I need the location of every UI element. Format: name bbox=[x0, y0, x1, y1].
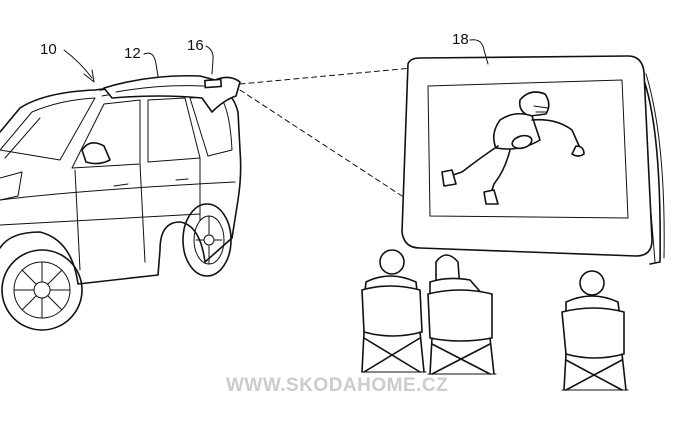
ref-16: 16 bbox=[187, 37, 214, 75]
ref-12: 12 bbox=[124, 45, 159, 77]
viewer-chair-left bbox=[361, 249, 427, 373]
ref-10: 10 bbox=[40, 41, 95, 83]
ref-numeral-vehicle: 10 bbox=[40, 41, 57, 58]
ref-numeral-liftgate: 12 bbox=[124, 45, 141, 62]
ref-numeral-screen: 18 bbox=[452, 31, 469, 48]
suv-vehicle bbox=[0, 82, 242, 331]
watermark-text: WWW.SKODAHOME.CZ bbox=[226, 375, 448, 396]
viewer-chair-middle bbox=[427, 254, 497, 375]
ref-18: 18 bbox=[452, 31, 489, 65]
projected-image-football-player bbox=[441, 91, 585, 205]
viewer-chair-right bbox=[561, 270, 629, 391]
projector bbox=[204, 78, 223, 89]
projection-beam bbox=[239, 67, 413, 197]
ref-numeral-projector: 16 bbox=[187, 37, 204, 54]
inflatable-screen bbox=[401, 55, 665, 265]
